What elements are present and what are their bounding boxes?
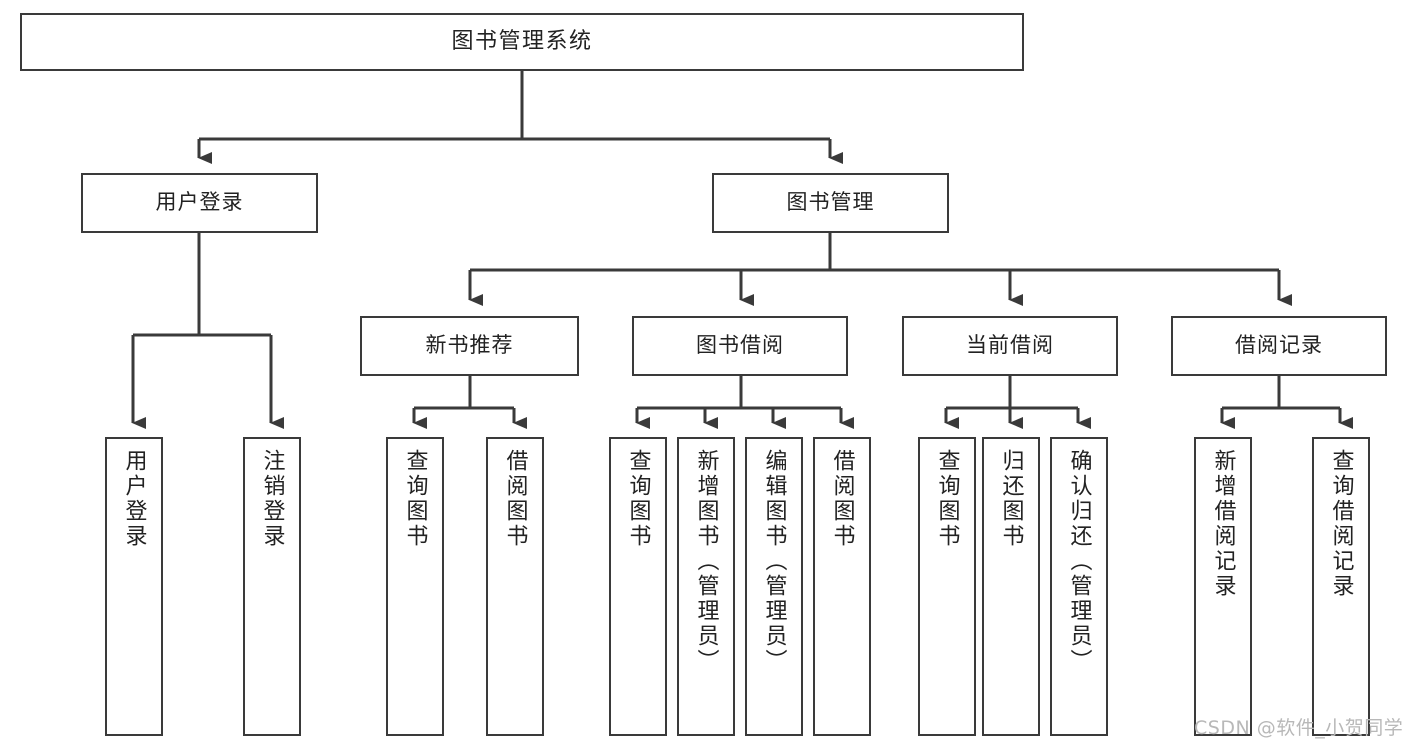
- node-root-system[interactable]: 图书管理系统: [20, 13, 1024, 71]
- leaf-query-book-borrow[interactable]: 查询图书: [609, 437, 667, 736]
- node-label: 用户登录: [121, 449, 147, 549]
- node-user-login[interactable]: 用户登录: [81, 173, 318, 233]
- leaf-borrow-book-borrow[interactable]: 借阅图书: [813, 437, 871, 736]
- node-label: 借阅图书: [502, 449, 528, 549]
- leaf-query-book-recommend[interactable]: 查询图书: [386, 437, 444, 736]
- node-book-management[interactable]: 图书管理: [712, 173, 949, 233]
- node-label: 图书管理: [786, 190, 875, 215]
- node-new-book-recommend[interactable]: 新书推荐: [360, 316, 579, 376]
- node-label: 编辑图书（管理员）: [761, 449, 787, 674]
- node-label: 新增图书（管理员）: [693, 449, 719, 674]
- node-label: 图书管理系统: [451, 28, 593, 54]
- leaf-logout-login[interactable]: 注销登录: [243, 437, 301, 736]
- node-label: 查询图书: [402, 449, 428, 549]
- node-label: 用户登录: [155, 190, 244, 215]
- node-borrow-record[interactable]: 借阅记录: [1171, 316, 1387, 376]
- node-current-borrow[interactable]: 当前借阅: [902, 316, 1118, 376]
- node-label: 注销登录: [259, 449, 285, 549]
- node-label: 当前借阅: [966, 333, 1054, 358]
- leaf-return-book[interactable]: 归还图书: [982, 437, 1040, 736]
- node-label: 图书借阅: [696, 333, 784, 358]
- leaf-query-borrow-record[interactable]: 查询借阅记录: [1312, 437, 1370, 736]
- leaf-query-book-current[interactable]: 查询图书: [918, 437, 976, 736]
- node-label: 新增借阅记录: [1210, 449, 1236, 599]
- leaf-user-login[interactable]: 用户登录: [105, 437, 163, 736]
- node-book-borrow[interactable]: 图书借阅: [632, 316, 848, 376]
- csdn-watermark: CSDN @软件_小贺同学: [1194, 717, 1404, 739]
- leaf-add-borrow-record[interactable]: 新增借阅记录: [1194, 437, 1252, 736]
- node-label: 查询图书: [934, 449, 960, 549]
- node-label: 借阅记录: [1235, 333, 1323, 358]
- node-label: 查询图书: [625, 449, 651, 549]
- node-label: 借阅图书: [829, 449, 855, 549]
- leaf-edit-book-admin[interactable]: 编辑图书（管理员）: [745, 437, 803, 736]
- node-label: 确认归还（管理员）: [1066, 449, 1092, 674]
- node-label: 归还图书: [998, 449, 1024, 549]
- leaf-add-book-admin[interactable]: 新增图书（管理员）: [677, 437, 735, 736]
- leaf-borrow-book-recommend[interactable]: 借阅图书: [486, 437, 544, 736]
- node-label: 查询借阅记录: [1328, 449, 1354, 599]
- node-label: 新书推荐: [425, 333, 514, 358]
- leaf-confirm-return-admin[interactable]: 确认归还（管理员）: [1050, 437, 1108, 736]
